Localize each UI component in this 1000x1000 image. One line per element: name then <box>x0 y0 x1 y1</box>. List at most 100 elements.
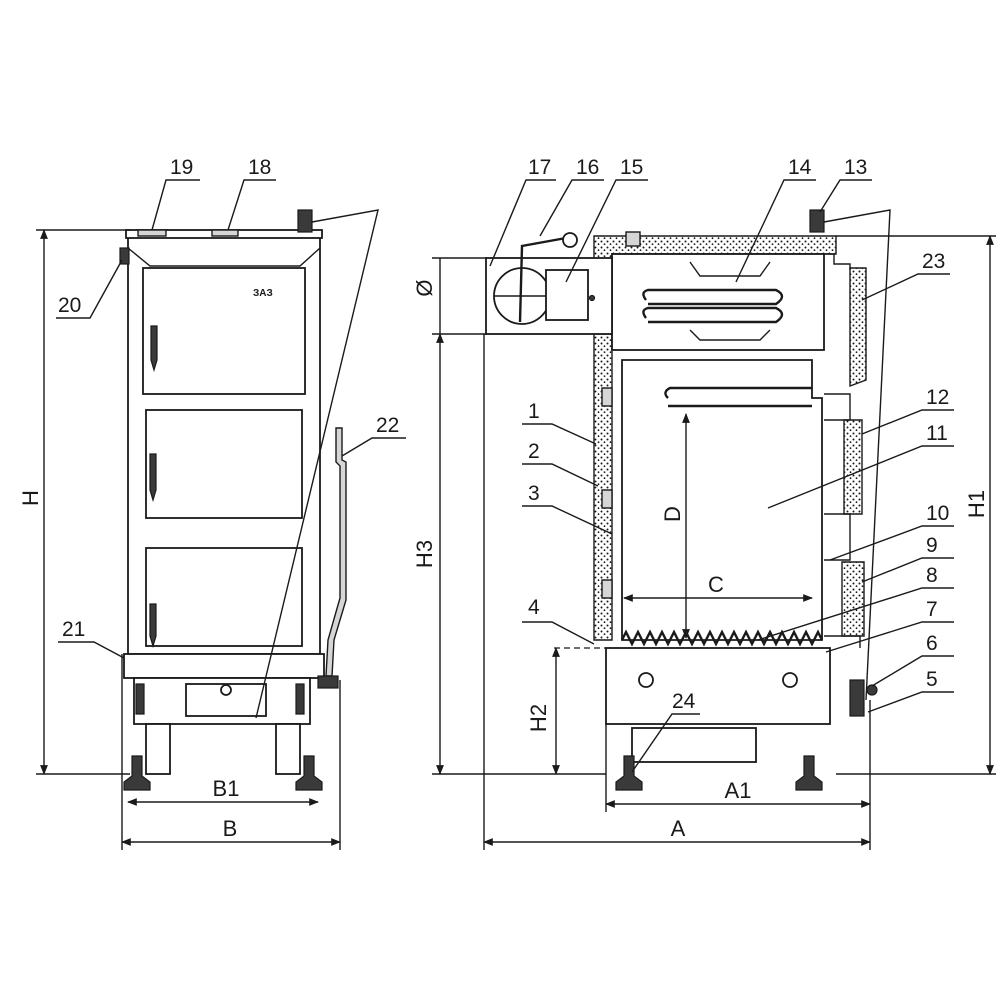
leader-9 <box>861 557 954 583</box>
side-upper-door-insulation <box>849 267 867 388</box>
firebox-rib-1 <box>601 387 613 407</box>
dimension-labels: H B1 B H3 Ø H2 H1 A1 A C D <box>18 279 989 841</box>
callout-11: 11 <box>926 422 948 445</box>
dim-label-D: D <box>660 506 685 522</box>
leader-22 <box>341 437 406 457</box>
side-foot-left-icon <box>615 755 643 791</box>
side-foot-right-icon <box>795 755 823 791</box>
callout-9: 9 <box>926 534 938 557</box>
callout-6: 6 <box>926 632 938 655</box>
dim-label-H2: H2 <box>526 704 551 732</box>
side-chain-line <box>823 209 891 701</box>
side-front-profile <box>824 253 861 648</box>
dim-label-H3: H3 <box>412 540 437 568</box>
middle-door <box>145 409 303 519</box>
callout-3: 3 <box>528 482 540 505</box>
callout-13: 13 <box>844 156 867 179</box>
front-thermostat-icon <box>297 209 313 233</box>
upper-door <box>142 267 306 395</box>
callout-15: 15 <box>620 156 643 179</box>
callout-23: 23 <box>922 250 945 273</box>
front-foot-left-icon <box>123 755 151 791</box>
callout-4: 4 <box>528 596 540 619</box>
front-ash-base <box>123 653 325 679</box>
grate <box>620 629 824 647</box>
leader-5 <box>867 691 954 713</box>
dim-label-H1: H1 <box>964 490 989 518</box>
heat-exchanger-fins <box>689 261 771 341</box>
leader-14 <box>735 179 816 283</box>
poker-handle <box>325 427 347 677</box>
ash-pit-roller-left-icon <box>638 672 654 688</box>
lower-door-handle-icon <box>149 603 157 649</box>
front-view: ЗАЗ <box>119 209 379 791</box>
callout-12: 12 <box>926 386 949 409</box>
front-chain-line <box>255 209 379 719</box>
leader-4 <box>522 621 595 645</box>
front-leg-left <box>145 723 171 775</box>
leader-7 <box>825 621 954 653</box>
heat-exchanger-coil-1 <box>642 288 784 306</box>
side-lower-door-insulation <box>841 561 865 637</box>
side-top-cap <box>625 231 641 247</box>
front-base-pin-left <box>135 683 145 715</box>
dim-label-H: H <box>18 490 43 506</box>
side-middle-door-insulation <box>843 419 863 515</box>
callout-24: 24 <box>672 690 696 713</box>
callouts: 19 18 20 21 22 17 16 15 14 13 23 1 2 3 4… <box>56 156 954 773</box>
leader-11 <box>767 445 954 509</box>
callout-22: 22 <box>376 414 399 437</box>
flue-cleaning-hatch <box>545 269 589 321</box>
callout-7: 7 <box>926 598 938 621</box>
callout-16: 16 <box>576 156 599 179</box>
flue-hatch-screw-icon <box>588 294 596 302</box>
firebox-rib-3 <box>601 579 613 599</box>
leader-6 <box>871 655 954 687</box>
leader-23 <box>861 273 950 301</box>
front-top-knob-18 <box>211 229 239 237</box>
leader-13 <box>819 179 872 213</box>
dimension-lines <box>36 229 996 850</box>
callout-18: 18 <box>248 156 271 179</box>
leader-10 <box>829 525 954 561</box>
side-base-block <box>631 727 757 763</box>
side-ash-clamp <box>849 679 865 717</box>
leader-19 <box>151 179 200 231</box>
front-foot-right-icon <box>295 755 323 791</box>
leader-3 <box>522 505 613 535</box>
firebox-rib-2 <box>601 489 613 509</box>
water-jacket-pipe <box>664 386 812 408</box>
leader-20 <box>56 259 123 319</box>
damper-lever <box>518 236 567 323</box>
side-top-chamber <box>611 253 825 351</box>
ash-pit-roller-right-icon <box>782 672 798 688</box>
dim-label-A: A <box>671 816 686 841</box>
side-thermostat-icon <box>809 209 825 233</box>
upper-door-handle-icon <box>150 325 158 373</box>
callout-2: 2 <box>528 440 540 463</box>
callout-14: 14 <box>788 156 812 179</box>
side-ash-pit <box>605 647 831 725</box>
lower-door <box>145 547 303 647</box>
poker-clamp <box>317 675 339 689</box>
leader-15 <box>565 179 648 283</box>
front-logo: ЗАЗ <box>253 288 273 299</box>
front-leg-right <box>275 723 301 775</box>
heat-exchanger-coil-2 <box>642 306 784 324</box>
front-base-pin-right <box>295 683 305 715</box>
dim-label-B1: B1 <box>213 776 240 801</box>
side-ash-screw-icon <box>866 684 878 696</box>
callout-10: 10 <box>926 502 949 525</box>
callout-17: 17 <box>528 156 551 179</box>
callout-5: 5 <box>926 668 938 691</box>
front-top-knob-19 <box>137 229 167 237</box>
middle-door-handle-icon <box>149 453 157 503</box>
side-view <box>485 209 891 791</box>
leader-21 <box>58 641 125 659</box>
damper-lever-knob-icon <box>562 232 578 248</box>
leader-12 <box>861 409 954 435</box>
dim-label-B: B <box>223 816 238 841</box>
callout-8: 8 <box>926 564 938 587</box>
dim-label-diameter: Ø <box>412 279 437 296</box>
